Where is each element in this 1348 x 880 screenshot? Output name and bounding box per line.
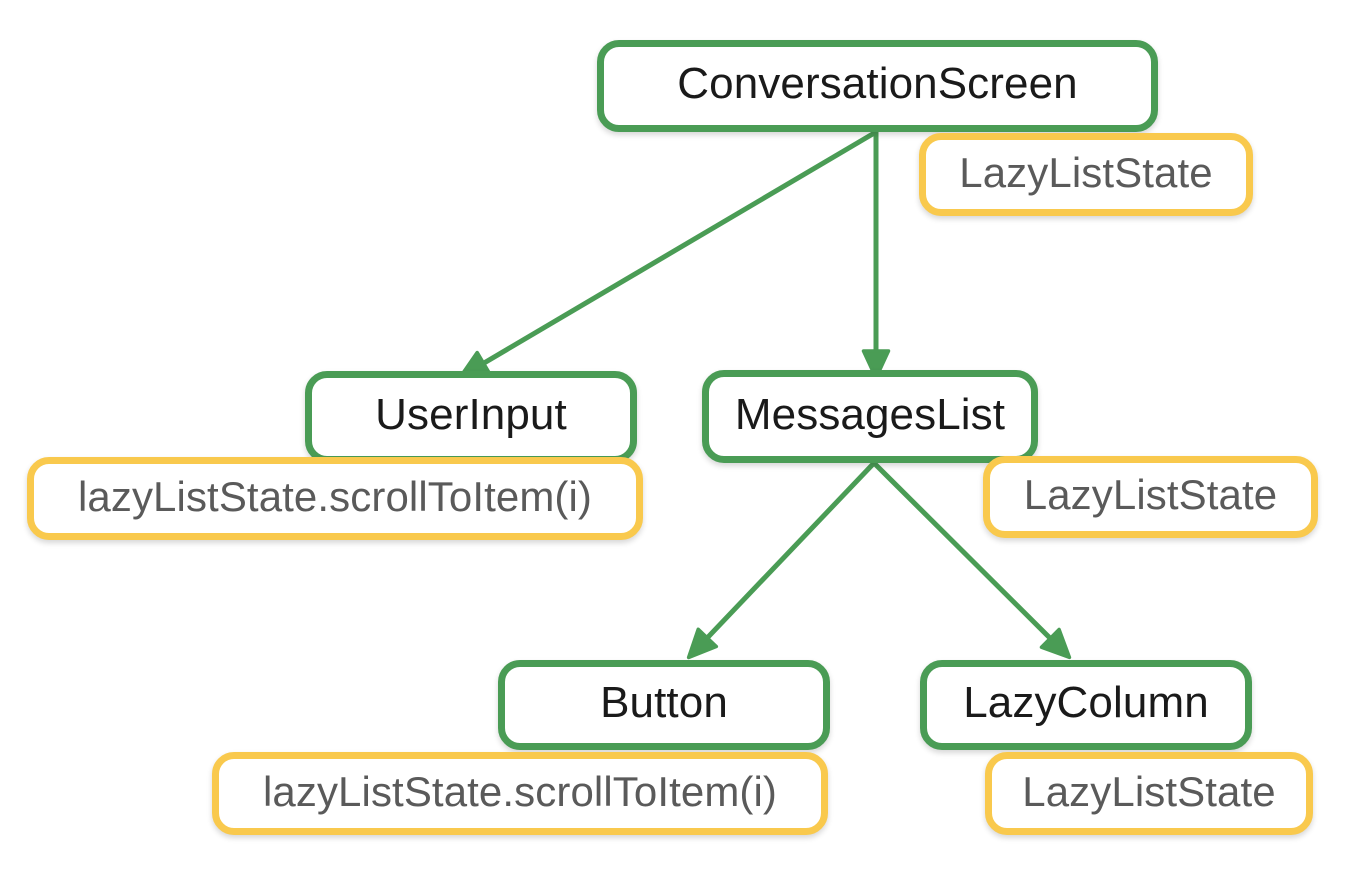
- node-button[interactable]: Button: [498, 660, 830, 750]
- node-label: lazyListState.scrollToItem(i): [77, 472, 593, 520]
- node-label: UserInput: [375, 390, 567, 439]
- node-scrolltoitem-button[interactable]: lazyListState.scrollToItem(i): [212, 752, 828, 835]
- edge-messageslist-to-button: [686, 461, 876, 660]
- node-conversation-screen[interactable]: ConversationScreen: [597, 40, 1158, 132]
- node-label: MessagesList: [734, 389, 1006, 439]
- node-label: LazyListState: [1023, 471, 1278, 518]
- node-lazy-column[interactable]: LazyColumn: [920, 660, 1252, 750]
- node-user-input[interactable]: UserInput: [305, 371, 637, 463]
- node-lazyliststate-lazycolumn[interactable]: LazyListState: [985, 752, 1313, 835]
- node-label: ConversationScreen: [677, 59, 1078, 108]
- node-scrolltoitem-userinput[interactable]: lazyListState.scrollToItem(i): [27, 457, 643, 540]
- edge-conversation-to-userinput: [458, 129, 878, 379]
- node-label: Button: [600, 678, 728, 727]
- node-label: LazyListState: [959, 148, 1213, 196]
- node-lazyliststate-messageslist[interactable]: LazyListState: [983, 456, 1318, 538]
- node-label: LazyListState: [1022, 767, 1276, 815]
- node-lazyliststate-root[interactable]: LazyListState: [919, 133, 1253, 216]
- node-messages-list[interactable]: MessagesList: [702, 370, 1038, 463]
- node-label: lazyListState.scrollToItem(i): [262, 767, 778, 815]
- node-label: LazyColumn: [963, 678, 1209, 727]
